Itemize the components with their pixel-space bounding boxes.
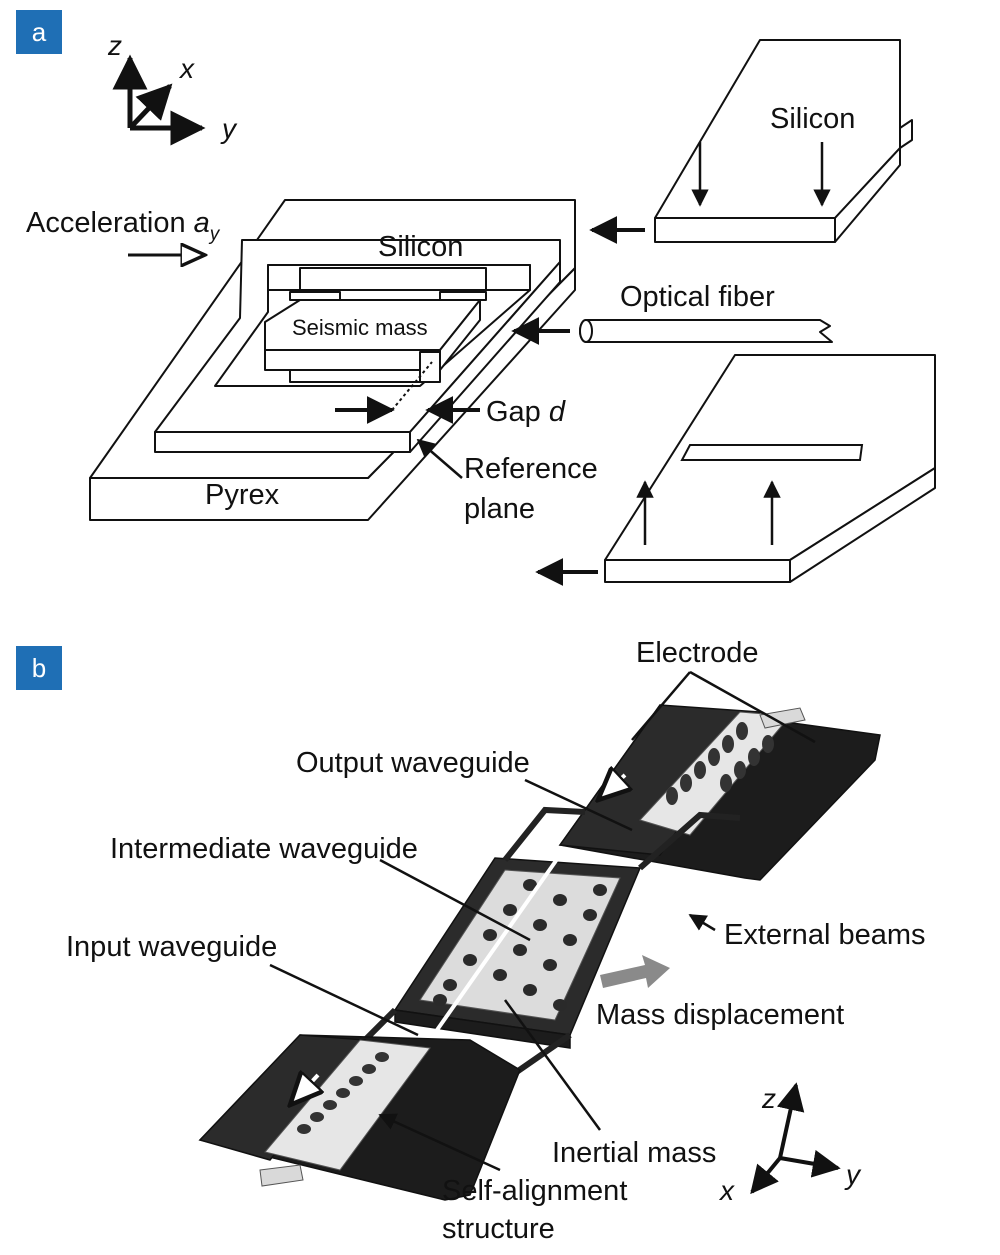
axis-y-label-a: y (220, 113, 238, 144)
inertial-mass-label: Inertial mass (552, 1137, 716, 1169)
input-waveguide-pointer (269, 963, 419, 1037)
axis-z-label-b: z (761, 1083, 776, 1114)
mass-displacement-arrow (600, 955, 670, 988)
input-light-arrow (290, 1075, 318, 1105)
electrode-label: Electrode (636, 637, 759, 669)
reference-plane-pointer (416, 438, 463, 479)
silicon-cover-label: Silicon (770, 103, 855, 135)
silicon-cover (654, 39, 913, 243)
electrode-pointer-2 (689, 670, 816, 744)
seismic-mass-label: Seismic mass (292, 315, 428, 340)
seismic-mass-structure (264, 267, 487, 383)
silicon-bottom-plate (604, 354, 936, 583)
panel-a-badge: a (16, 10, 62, 54)
reference-plane-label-line1: Reference (464, 453, 598, 485)
self-alignment-pointer (378, 1113, 501, 1172)
axis-triad-a (112, 54, 206, 146)
mass-displacement-label: Mass displacement (596, 999, 844, 1031)
inertial-mass-block (393, 853, 642, 1049)
optical-fiber (579, 319, 833, 343)
lower-electrode-block (198, 1034, 521, 1201)
panel-b-diagram: z y x Electrode Output waveguide Interme… (66, 637, 926, 1245)
axis-x-label-a: x (178, 53, 195, 84)
gap-dotted-line (391, 361, 433, 411)
self-alignment-label-line2: structure (442, 1213, 555, 1245)
reference-plane-label-line2: plane (464, 493, 535, 525)
optical-fiber-label: Optical fiber (620, 281, 775, 313)
axis-x-label-b: x (718, 1175, 735, 1206)
acceleration-label: Acceleration ay (26, 207, 221, 245)
inertial-mass-pointer (503, 999, 602, 1131)
intermediate-waveguide-label: Intermediate waveguide (110, 833, 418, 865)
axis-y-label-b: y (844, 1159, 862, 1190)
axis-triad-b (750, 1082, 841, 1195)
intermediate-waveguide-pointer (379, 858, 531, 942)
gap-label: Gap d (486, 396, 566, 428)
upper-electrode-block (558, 704, 881, 881)
input-waveguide-label: Input waveguide (66, 931, 277, 963)
axis-z-label-a: z (107, 30, 122, 61)
output-waveguide-pointer (524, 778, 633, 832)
external-beams-label: External beams (724, 919, 926, 951)
output-waveguide-label: Output waveguide (296, 747, 530, 779)
silicon-frame-label: Silicon (378, 231, 463, 263)
panel-a-diagram: z x y (26, 30, 936, 586)
electrode-pointer-1 (631, 671, 691, 741)
external-beams-pointer (688, 913, 716, 932)
self-alignment-label-line1: Self-alignment (442, 1175, 627, 1207)
output-light-arrow (598, 775, 625, 800)
pyrex-label: Pyrex (205, 479, 280, 511)
panel-b-badge: b (16, 646, 62, 690)
